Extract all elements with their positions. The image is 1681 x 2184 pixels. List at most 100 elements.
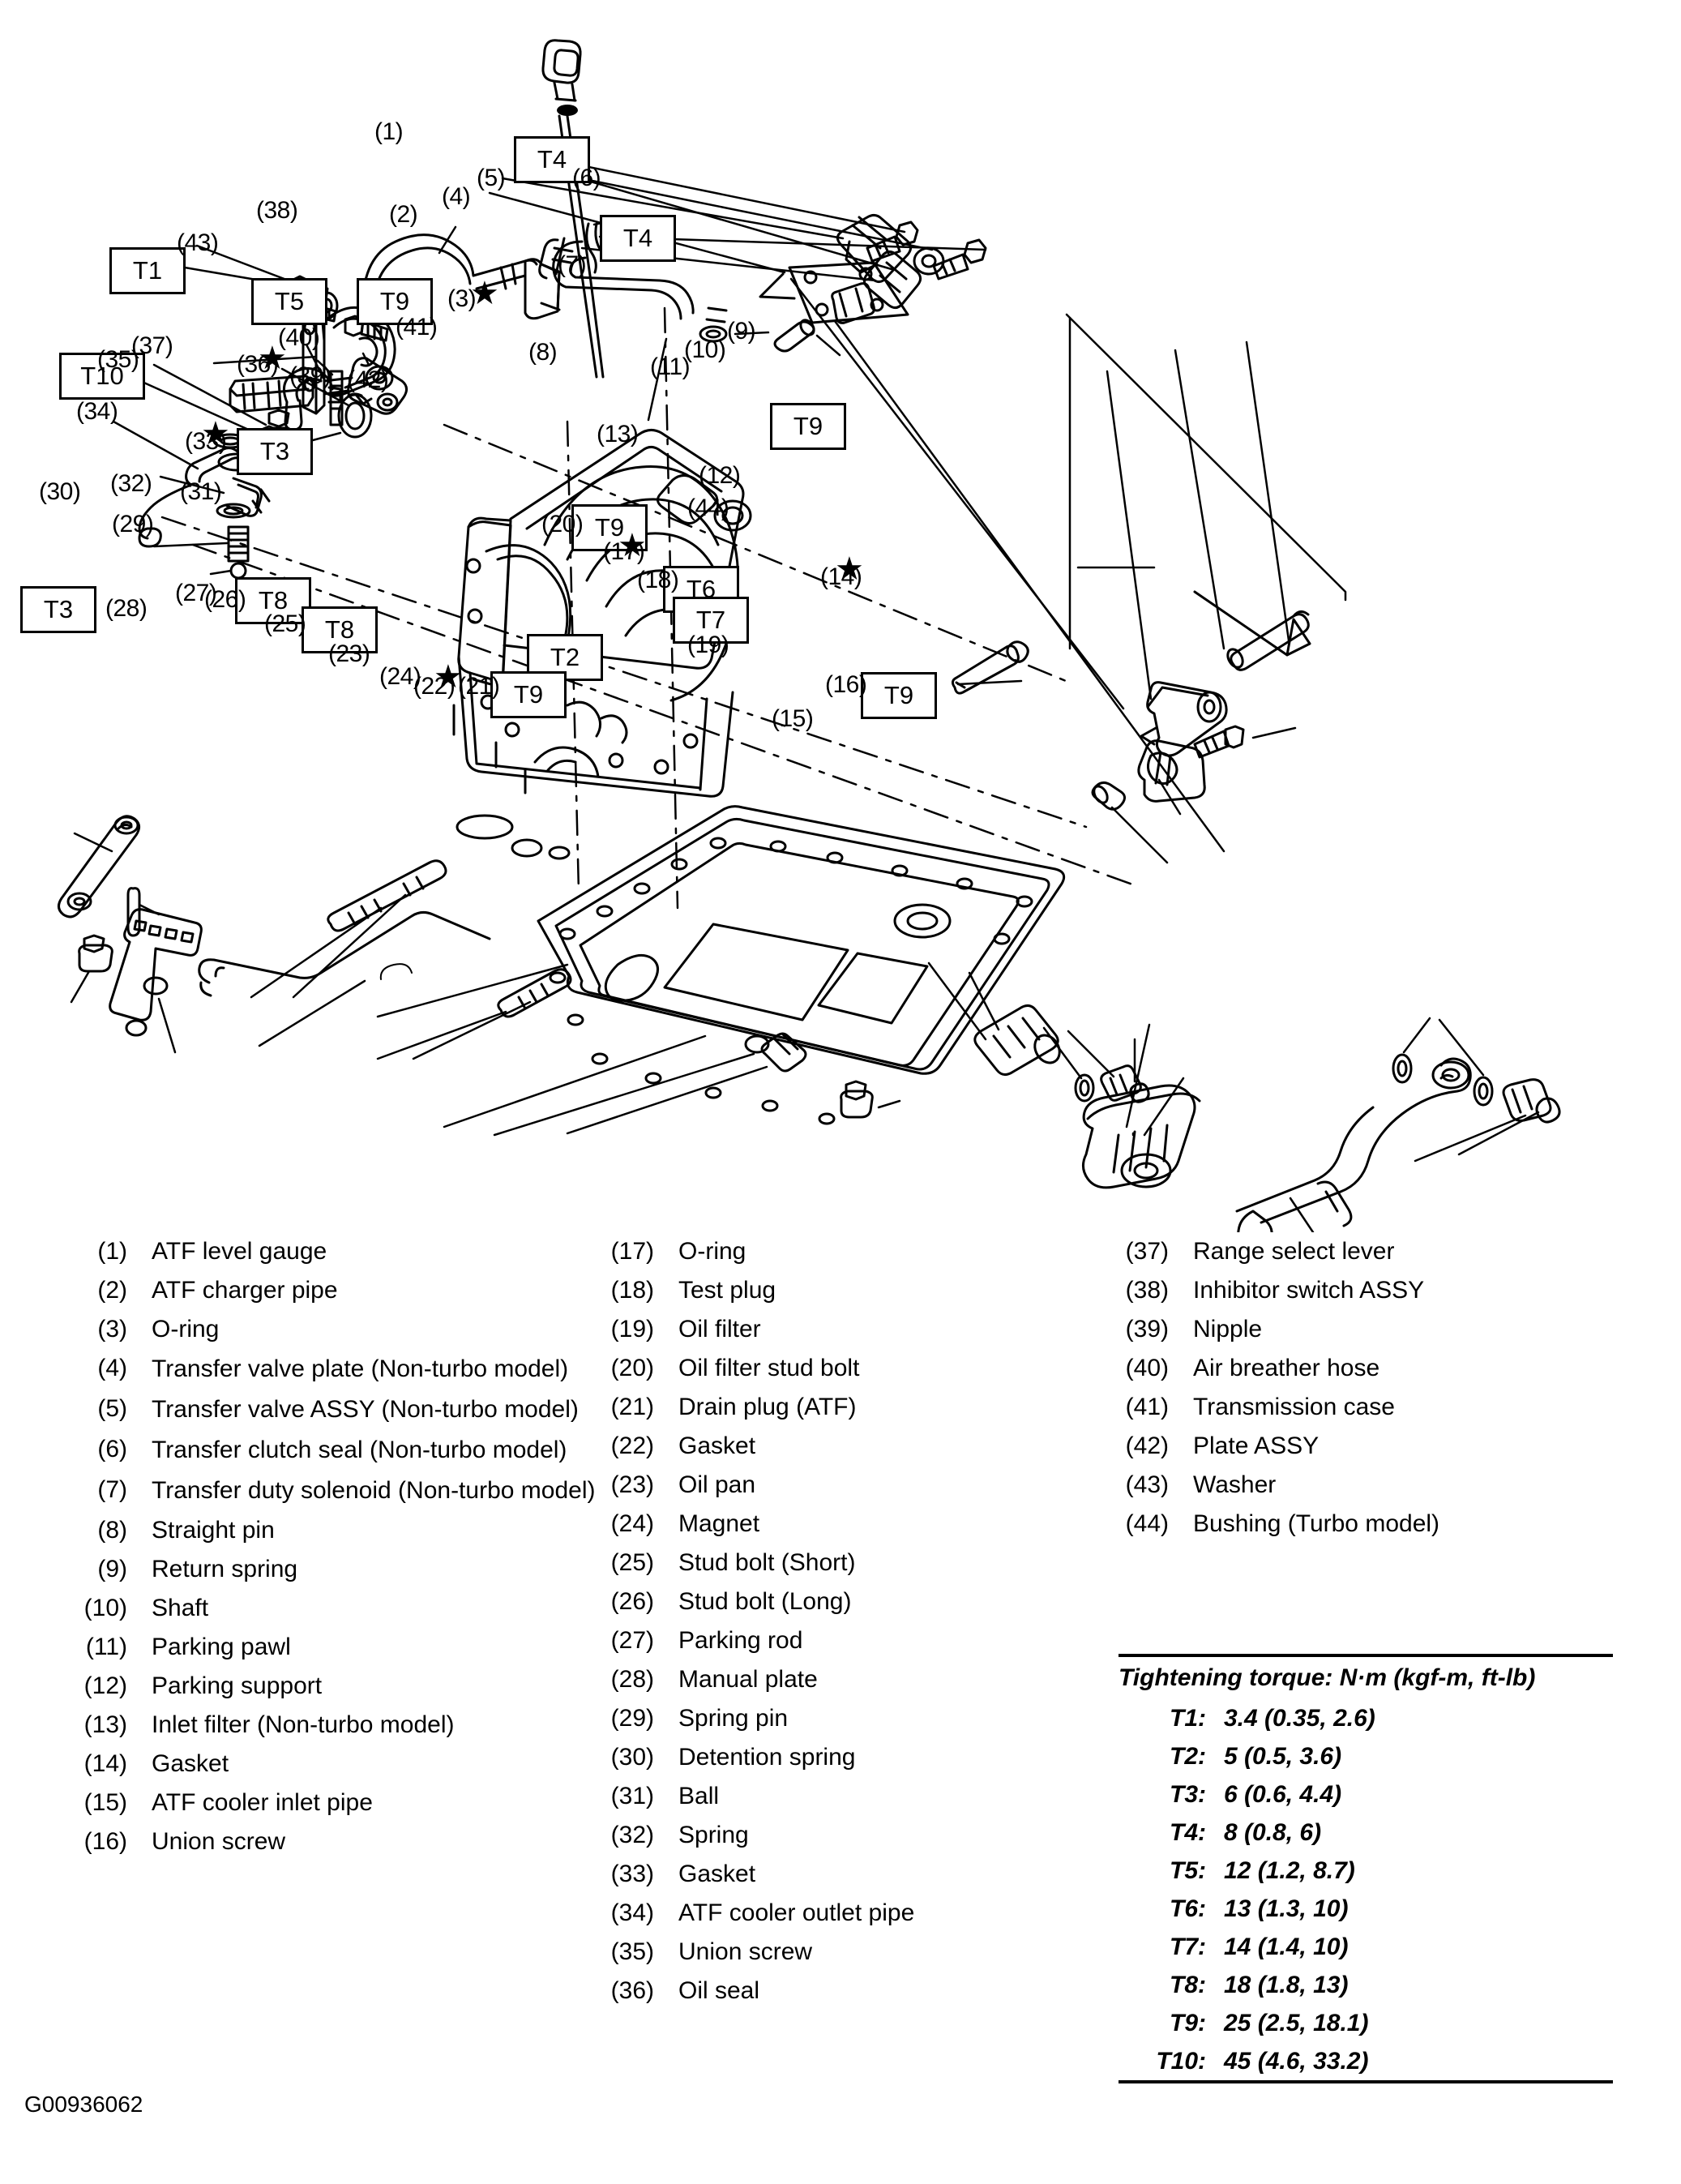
part-name: Inhibitor switch ASSY	[1193, 1277, 1425, 1304]
straight-pin-part	[773, 319, 815, 353]
table-row: T4:8 (0.8, 6)	[1119, 1814, 1613, 1852]
shaft-10-part	[1226, 613, 1310, 671]
part-number: (42)	[1125, 1432, 1169, 1459]
list-item: (6)Transfer clutch seal (Non-turbo model…	[77, 1430, 596, 1471]
callout-4: (4)	[442, 183, 471, 210]
part-name: Gasket	[152, 1750, 229, 1777]
t9-bolt-parking-part	[1193, 725, 1245, 759]
callout-31: (31)	[180, 478, 222, 505]
exploded-diagram: T1 T5 T9 T4 T4 T10 T3 T9 T3 T8 T8 T9 T2 …	[20, 39, 1561, 1232]
list-item: (9)Return spring	[77, 1550, 596, 1589]
part-number: (22)	[610, 1432, 654, 1459]
list-item: (8)Straight pin	[77, 1511, 596, 1550]
part-name: Range select lever	[1193, 1238, 1395, 1265]
torque-key: T6:	[1170, 1895, 1206, 1922]
star-icon: ★	[258, 340, 287, 376]
torque-table-title: Tightening torque: N·m (kgf-m, ft-lb)	[1119, 1664, 1536, 1691]
t3-bolt-lower-part	[78, 934, 113, 973]
torque-key: T5:	[1170, 1857, 1206, 1884]
star-icon: ★	[434, 659, 463, 695]
part-number: (12)	[83, 1672, 127, 1699]
part-name: Gasket	[678, 1861, 756, 1887]
part-name: ATF charger pipe	[152, 1277, 338, 1304]
callout-43: (43)	[177, 229, 219, 256]
part-number: (21)	[610, 1394, 654, 1420]
callout-21: (21)	[458, 673, 500, 700]
part-name: O-ring	[152, 1316, 220, 1343]
part-number: (19)	[610, 1316, 654, 1343]
list-item: (22)Gasket	[604, 1427, 1090, 1466]
list-item: (34)ATF cooler outlet pipe	[604, 1894, 1090, 1933]
part-number: (23)	[610, 1471, 654, 1498]
part-name: Transfer duty solenoid (Non-turbo model)	[152, 1477, 596, 1504]
part-number: (39)	[1125, 1316, 1169, 1343]
drain-plug-part	[744, 1032, 807, 1073]
part-number: (10)	[83, 1595, 127, 1621]
table-row: T6:13 (1.3, 10)	[1119, 1890, 1613, 1928]
part-name: Spring pin	[678, 1705, 789, 1732]
parts-column-1: (1)ATF level gauge (2)ATF charger pipe (…	[77, 1232, 596, 1861]
list-item: (2)ATF charger pipe	[77, 1271, 596, 1310]
return-spring-part	[1193, 590, 1311, 657]
part-name: Inlet filter (Non-turbo model)	[152, 1711, 455, 1738]
stud-bolt-short-part	[497, 968, 572, 1018]
list-item: (23)Oil pan	[604, 1466, 1090, 1505]
callout-11: (11)	[650, 353, 691, 380]
torque-key: T7:	[1170, 1933, 1206, 1960]
torque-value: 25 (2.5, 18.1)	[1224, 2010, 1369, 2036]
list-item: (16)Union screw	[77, 1822, 596, 1861]
part-name: ATF cooler outlet pipe	[678, 1899, 915, 1926]
list-item: (4)Transfer valve plate (Non-turbo model…	[77, 1349, 596, 1390]
list-item: (5)Transfer valve ASSY (Non-turbo model)	[77, 1390, 596, 1430]
torque-box: T9	[357, 278, 433, 325]
callout-3: (3)	[447, 285, 477, 312]
list-item: (26)Stud bolt (Long)	[604, 1582, 1090, 1621]
list-item: (13) Inlet filter (Non-turbo model)	[77, 1706, 596, 1745]
table-row: T9:25 (2.5, 18.1)	[1119, 2004, 1613, 2042]
part-number: (41)	[1125, 1394, 1169, 1420]
stud-bolt-long-part	[327, 859, 447, 932]
callout-36: (36)	[237, 351, 279, 378]
torque-box: T3	[237, 428, 313, 475]
callout-20: (20)	[541, 511, 584, 537]
list-item: (39)Nipple	[1119, 1310, 1621, 1349]
callout-25: (25)	[264, 610, 306, 637]
callout-30: (30)	[39, 478, 81, 505]
torque-value: 5 (0.5, 3.6)	[1224, 1743, 1342, 1770]
part-name: Ball	[678, 1783, 720, 1809]
part-name: Manual plate	[678, 1666, 818, 1693]
callout-34: (34)	[76, 398, 118, 425]
part-name: Plate ASSY	[1193, 1432, 1320, 1459]
part-number: (17)	[610, 1238, 654, 1265]
table-row: T3:6 (0.6, 4.4)	[1119, 1775, 1613, 1814]
part-name: ATF cooler inlet pipe	[152, 1789, 373, 1816]
part-number: (24)	[610, 1510, 654, 1537]
list-item: (33)Gasket	[604, 1855, 1090, 1894]
part-number: (20)	[610, 1355, 654, 1381]
gasket-14b-part	[1473, 1076, 1494, 1107]
callout-35: (35)	[97, 346, 139, 373]
part-number: (13)	[83, 1711, 127, 1738]
part-name: Stud bolt (Long)	[678, 1588, 852, 1615]
parking-support-part	[1137, 739, 1206, 803]
table-row: T8:18 (1.8, 13)	[1119, 1966, 1613, 2004]
list-item: (3)O-ring	[77, 1310, 596, 1349]
list-item: (7)Transfer duty solenoid (Non-turbo mod…	[77, 1471, 596, 1511]
list-item: (14)Gasket	[77, 1745, 596, 1784]
list-item: (12)Parking support	[77, 1667, 596, 1706]
list-item: (10)Shaft	[77, 1589, 596, 1628]
manual-plate-part	[109, 908, 203, 1037]
part-name: Drain plug (ATF)	[678, 1394, 857, 1420]
part-name: Stud bolt (Short)	[678, 1549, 856, 1576]
star-icon: ★	[835, 551, 864, 587]
part-number: (27)	[610, 1627, 654, 1654]
parts-legend: (1)ATF level gauge (2)ATF charger pipe (…	[0, 1232, 1681, 2124]
part-name: Union screw	[152, 1828, 286, 1855]
callout-2: (2)	[389, 201, 418, 228]
table-row: T2:5 (0.5, 3.6)	[1119, 1737, 1613, 1775]
atf-level-gauge-part	[541, 39, 605, 379]
part-name: O-ring	[678, 1238, 746, 1265]
list-item: (38)Inhibitor switch ASSY	[1119, 1271, 1621, 1310]
list-item: (11)Parking pawl	[77, 1628, 596, 1667]
list-item: (25)Stud bolt (Short)	[604, 1544, 1090, 1582]
